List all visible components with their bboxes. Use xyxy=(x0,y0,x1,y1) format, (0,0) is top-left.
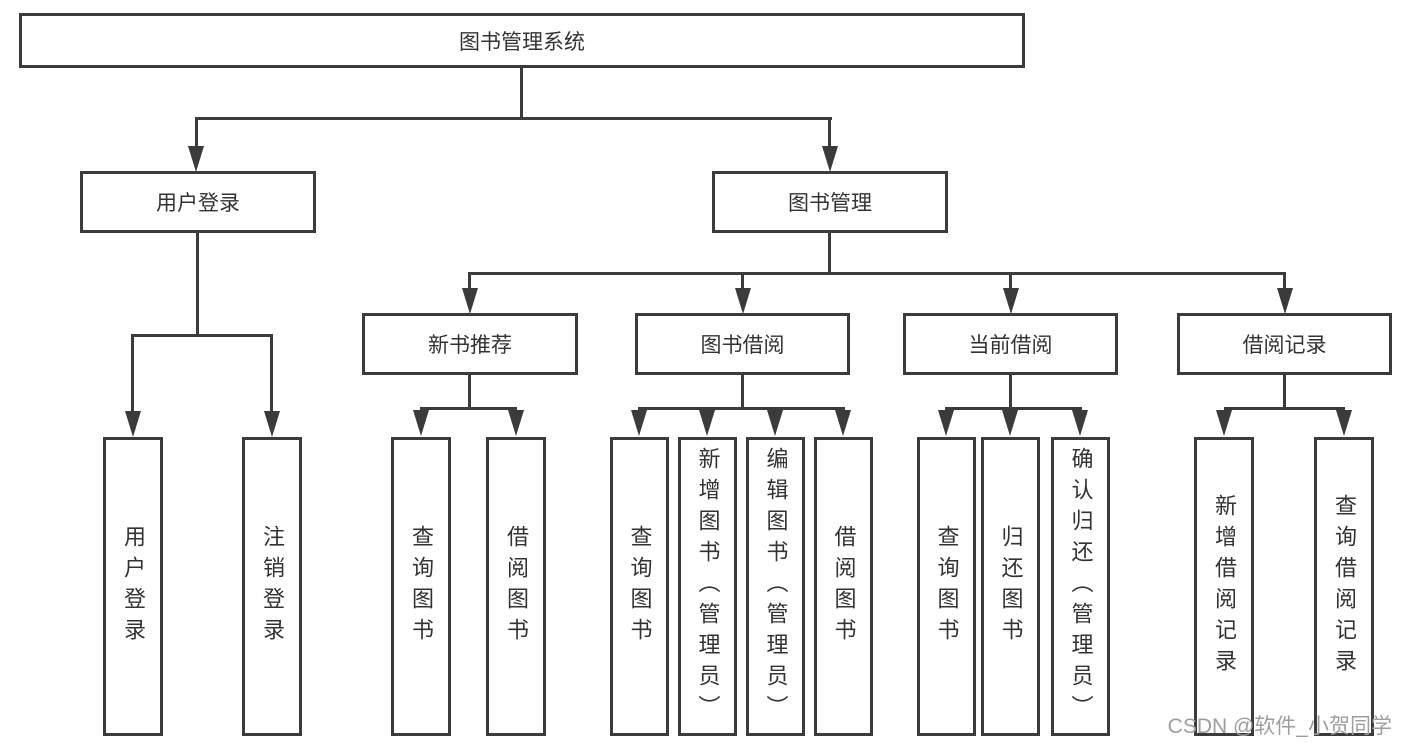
leaf-br-add-record: 新增借阅记录 xyxy=(1194,437,1254,736)
arrowhead-icon xyxy=(264,411,280,437)
leaf-cb-confirm-return-admin: 确认归还（管理员） xyxy=(1051,437,1110,736)
connector-drop-new-book-rec xyxy=(468,272,471,290)
connector-drop-book-mgmt xyxy=(828,117,831,148)
leaf-bb-borrow-books-label: 借阅图书 xyxy=(831,524,857,649)
connector-drop-book-borrow xyxy=(741,272,744,290)
connector-drop-current-borrow xyxy=(1009,272,1012,290)
leaf-logout: 注销登录 xyxy=(242,437,302,736)
leaf-cb-return-books: 归还图书 xyxy=(981,437,1040,736)
node-book-management-label: 图书管理 xyxy=(788,192,872,215)
arrowhead-icon xyxy=(508,410,524,436)
arrowhead-icon xyxy=(735,288,751,314)
leaf-cb-query-books: 查询图书 xyxy=(917,437,976,736)
leaf-bb-add-books-admin: 新增图书（管理员） xyxy=(678,437,737,736)
arrowhead-icon xyxy=(631,410,647,436)
node-book-management: 图书管理 xyxy=(712,171,948,233)
connector-rec-stem xyxy=(468,375,471,410)
node-library-management-system-label: 图书管理系统 xyxy=(459,30,585,54)
node-borrowing-records-label: 借阅记录 xyxy=(1242,334,1327,357)
connector-root-stem xyxy=(520,68,523,120)
connector-root-rail xyxy=(195,117,832,120)
arrowhead-icon xyxy=(822,146,838,172)
leaf-cb-query-books-label: 查询图书 xyxy=(934,524,960,649)
leaf-rec-query-books-label: 查询图书 xyxy=(409,524,434,649)
leaf-user-login: 用户登录 xyxy=(103,437,163,736)
arrowhead-icon xyxy=(1336,410,1352,436)
connector-book-mgmt-stem xyxy=(828,233,831,275)
arrowhead-icon xyxy=(1216,410,1232,436)
node-current-borrowing-label: 当前借阅 xyxy=(968,334,1053,357)
connector-br-rail xyxy=(1224,407,1345,410)
arrowhead-icon xyxy=(462,288,478,314)
node-new-book-recommend-label: 新书推荐 xyxy=(428,334,512,357)
arrowhead-icon xyxy=(767,410,783,436)
leaf-bb-edit-books-admin: 编辑图书（管理员） xyxy=(746,437,805,736)
leaf-logout-label: 注销登录 xyxy=(260,524,285,649)
leaf-rec-query-books: 查询图书 xyxy=(391,437,451,736)
arrowhead-icon xyxy=(125,411,141,437)
arrowhead-icon xyxy=(938,410,954,436)
connector-user-login-stem xyxy=(196,233,199,337)
connector-drop-borrow-record xyxy=(1283,272,1286,290)
leaf-user-login-label: 用户登录 xyxy=(121,524,146,649)
arrowhead-icon xyxy=(1002,410,1018,436)
connector-bb-rail xyxy=(638,407,845,410)
arrowhead-icon xyxy=(413,410,429,436)
node-user-login-label: 用户登录 xyxy=(156,192,240,215)
leaf-cb-return-books-label: 归还图书 xyxy=(998,524,1024,649)
arrowhead-icon xyxy=(1072,410,1088,436)
node-user-login: 用户登录 xyxy=(80,171,316,233)
leaf-cb-confirm-return-admin-label: 确认归还（管理员） xyxy=(1068,447,1094,726)
arrowhead-icon xyxy=(835,410,851,436)
connector-book-mgmt-rail xyxy=(468,272,1286,275)
connector-user-login-rail xyxy=(131,334,273,337)
connector-br-stem xyxy=(1283,375,1286,410)
node-current-borrowing: 当前借阅 xyxy=(903,313,1118,375)
leaf-bb-borrow-books: 借阅图书 xyxy=(814,437,873,736)
leaf-bb-query-books: 查询图书 xyxy=(610,437,669,736)
connector-drop-login-leaf xyxy=(131,334,134,412)
leaf-rec-borrow-books-label: 借阅图书 xyxy=(504,524,529,649)
arrowhead-icon xyxy=(1277,288,1293,314)
node-borrowing-records: 借阅记录 xyxy=(1177,313,1392,375)
leaf-bb-add-books-admin-label: 新增图书（管理员） xyxy=(695,447,721,726)
arrowhead-icon xyxy=(699,410,715,436)
leaf-bb-edit-books-admin-label: 编辑图书（管理员） xyxy=(763,447,789,726)
connector-cb-stem xyxy=(1009,375,1012,410)
leaf-rec-borrow-books: 借阅图书 xyxy=(486,437,546,736)
node-book-borrowing-label: 图书借阅 xyxy=(700,334,785,357)
leaf-bb-query-books-label: 查询图书 xyxy=(627,524,653,649)
connector-drop-logout-leaf xyxy=(270,334,273,412)
arrowhead-icon xyxy=(1003,288,1019,314)
node-new-book-recommend: 新书推荐 xyxy=(362,313,578,375)
connector-rec-rail xyxy=(420,407,517,410)
node-library-management-system: 图书管理系统 xyxy=(19,13,1025,68)
leaf-br-query-record: 查询借阅记录 xyxy=(1314,437,1374,736)
connector-drop-user-login xyxy=(195,117,198,148)
leaf-br-query-record-label: 查询借阅记录 xyxy=(1332,493,1357,680)
csdn-watermark: CSDN @软件_小贺同学 xyxy=(1167,715,1392,738)
leaf-br-add-record-label: 新增借阅记录 xyxy=(1212,493,1237,680)
connector-bb-stem xyxy=(741,375,744,410)
arrowhead-icon xyxy=(188,146,204,172)
node-book-borrowing: 图书借阅 xyxy=(635,313,850,375)
connector-cb-rail xyxy=(945,407,1082,410)
